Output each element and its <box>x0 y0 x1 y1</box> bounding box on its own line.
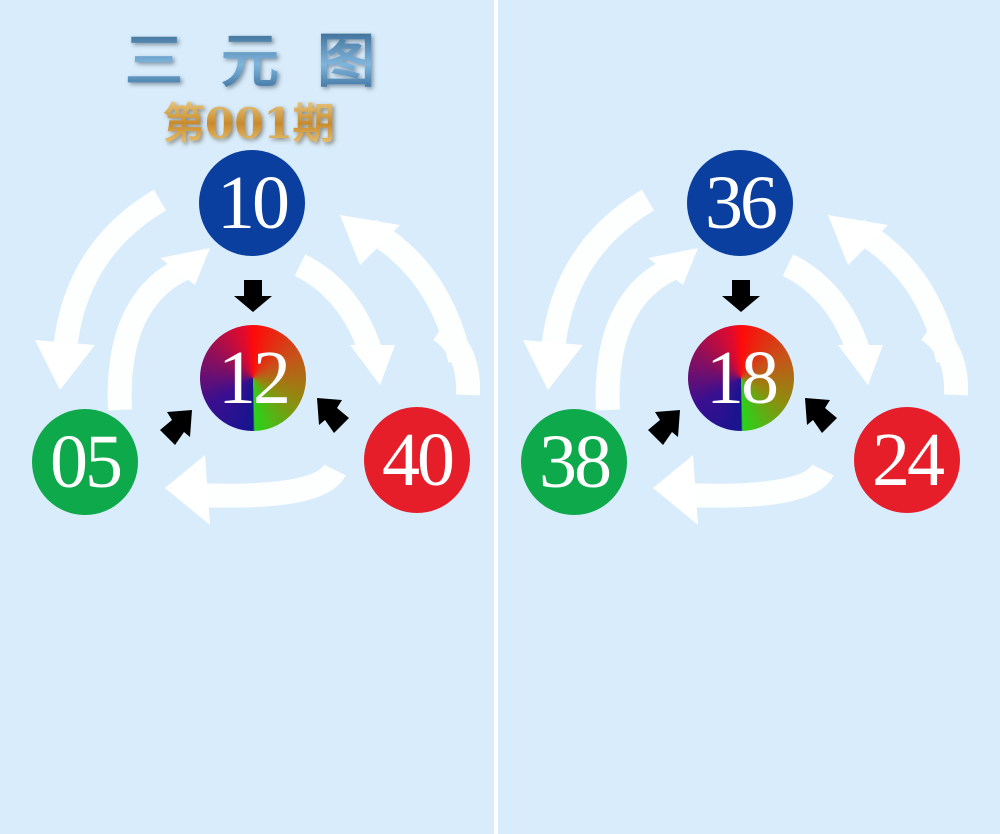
arrowhead-icon <box>828 215 888 265</box>
outer-arc-bottom <box>194 463 346 508</box>
ball-right: 24 <box>854 407 960 513</box>
ball-top: 10 <box>199 150 305 256</box>
arrow-diagonal-icon <box>317 398 349 433</box>
arrowhead-icon <box>523 340 583 390</box>
diagram-panel-2: 36 18 38 24 <box>500 0 994 834</box>
outer-arc-top-left <box>53 189 167 352</box>
ball-right: 40 <box>364 407 470 513</box>
page-title: 三元图 <box>125 14 395 98</box>
arrowhead-icon <box>350 345 395 385</box>
ball-left: 38 <box>521 409 627 515</box>
cycle-arrows <box>523 189 969 525</box>
ball-center: 12 <box>200 325 306 431</box>
arrow-down-icon <box>234 280 272 312</box>
issue-number: 第001期 <box>163 90 335 151</box>
arrowhead-icon <box>35 340 95 390</box>
arrowhead-icon <box>340 215 400 265</box>
inner-arc-right <box>432 320 481 396</box>
arrowhead-icon <box>165 455 210 525</box>
inner-arc-top-right <box>294 254 382 355</box>
arrow-diagonal-icon <box>648 410 680 445</box>
arrowhead-icon <box>838 345 883 385</box>
arrowhead-icon <box>160 248 210 285</box>
ball-top: 36 <box>687 150 793 256</box>
ball-left: 05 <box>32 409 138 515</box>
arrow-diagonal-icon <box>160 410 192 445</box>
panel-divider <box>494 0 498 834</box>
inner-arc-left-top <box>107 257 191 411</box>
arrowhead-icon <box>648 248 698 285</box>
arrow-down-icon <box>722 280 760 312</box>
arrowhead-icon <box>653 455 698 525</box>
diagram-panel-1: 三元图 第001期 10 12 05 40 <box>0 0 494 834</box>
arrow-diagonal-icon <box>805 398 837 433</box>
cycle-arrows <box>35 189 481 525</box>
ball-center: 18 <box>688 325 794 431</box>
